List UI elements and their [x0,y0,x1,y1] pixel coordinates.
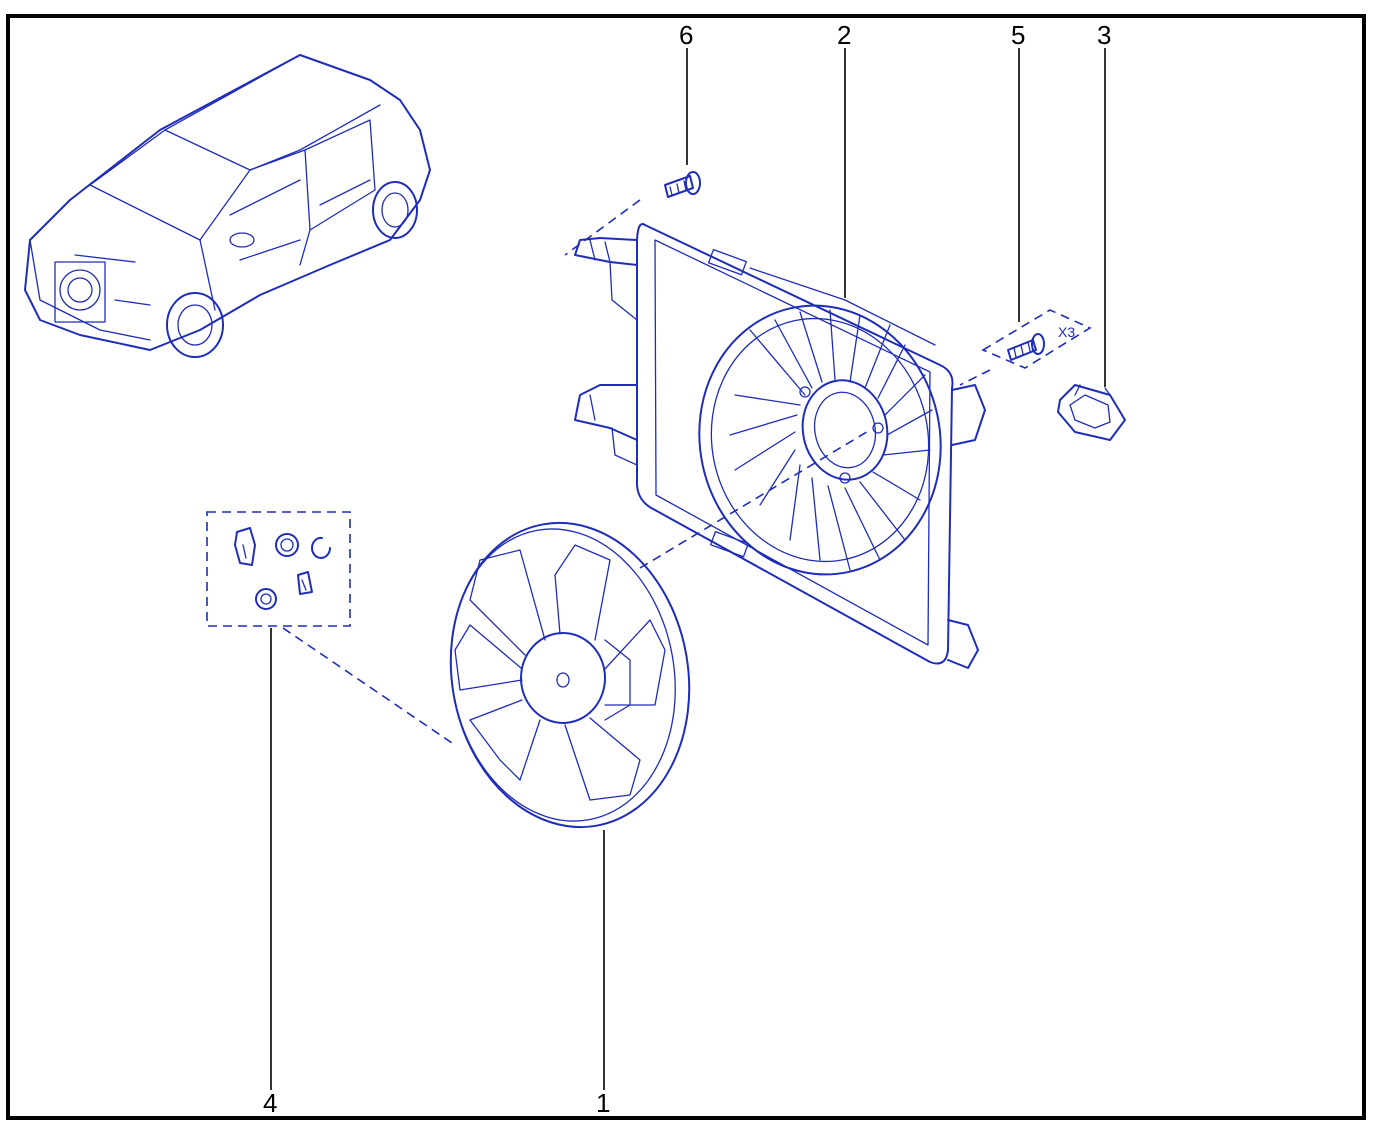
vehicle-locator-car [24,54,431,358]
dash-line-screw5 [959,369,991,386]
resistor-part-3 [1057,384,1126,441]
dash-line-clip-kit [282,627,456,746]
fan-part-1 [449,521,691,829]
callout-3: 3 [1097,20,1111,50]
callout-1: 1 [596,1088,610,1118]
callout-6: 6 [679,20,693,50]
screw-part-6 [664,171,701,198]
callout-2: 2 [837,20,851,50]
fan-shroud-part-2 [574,223,986,669]
diagram-border [6,14,1366,1120]
clip-kit-part-4 [206,511,351,627]
dash-line-screw6 [564,199,641,256]
callout-5: 5 [1011,20,1025,50]
quantity-label: X3 [1058,324,1075,340]
callout-4: 4 [263,1088,277,1118]
dash-line-shroud-fan [639,429,871,569]
screw-part-5: X3 [981,309,1092,369]
